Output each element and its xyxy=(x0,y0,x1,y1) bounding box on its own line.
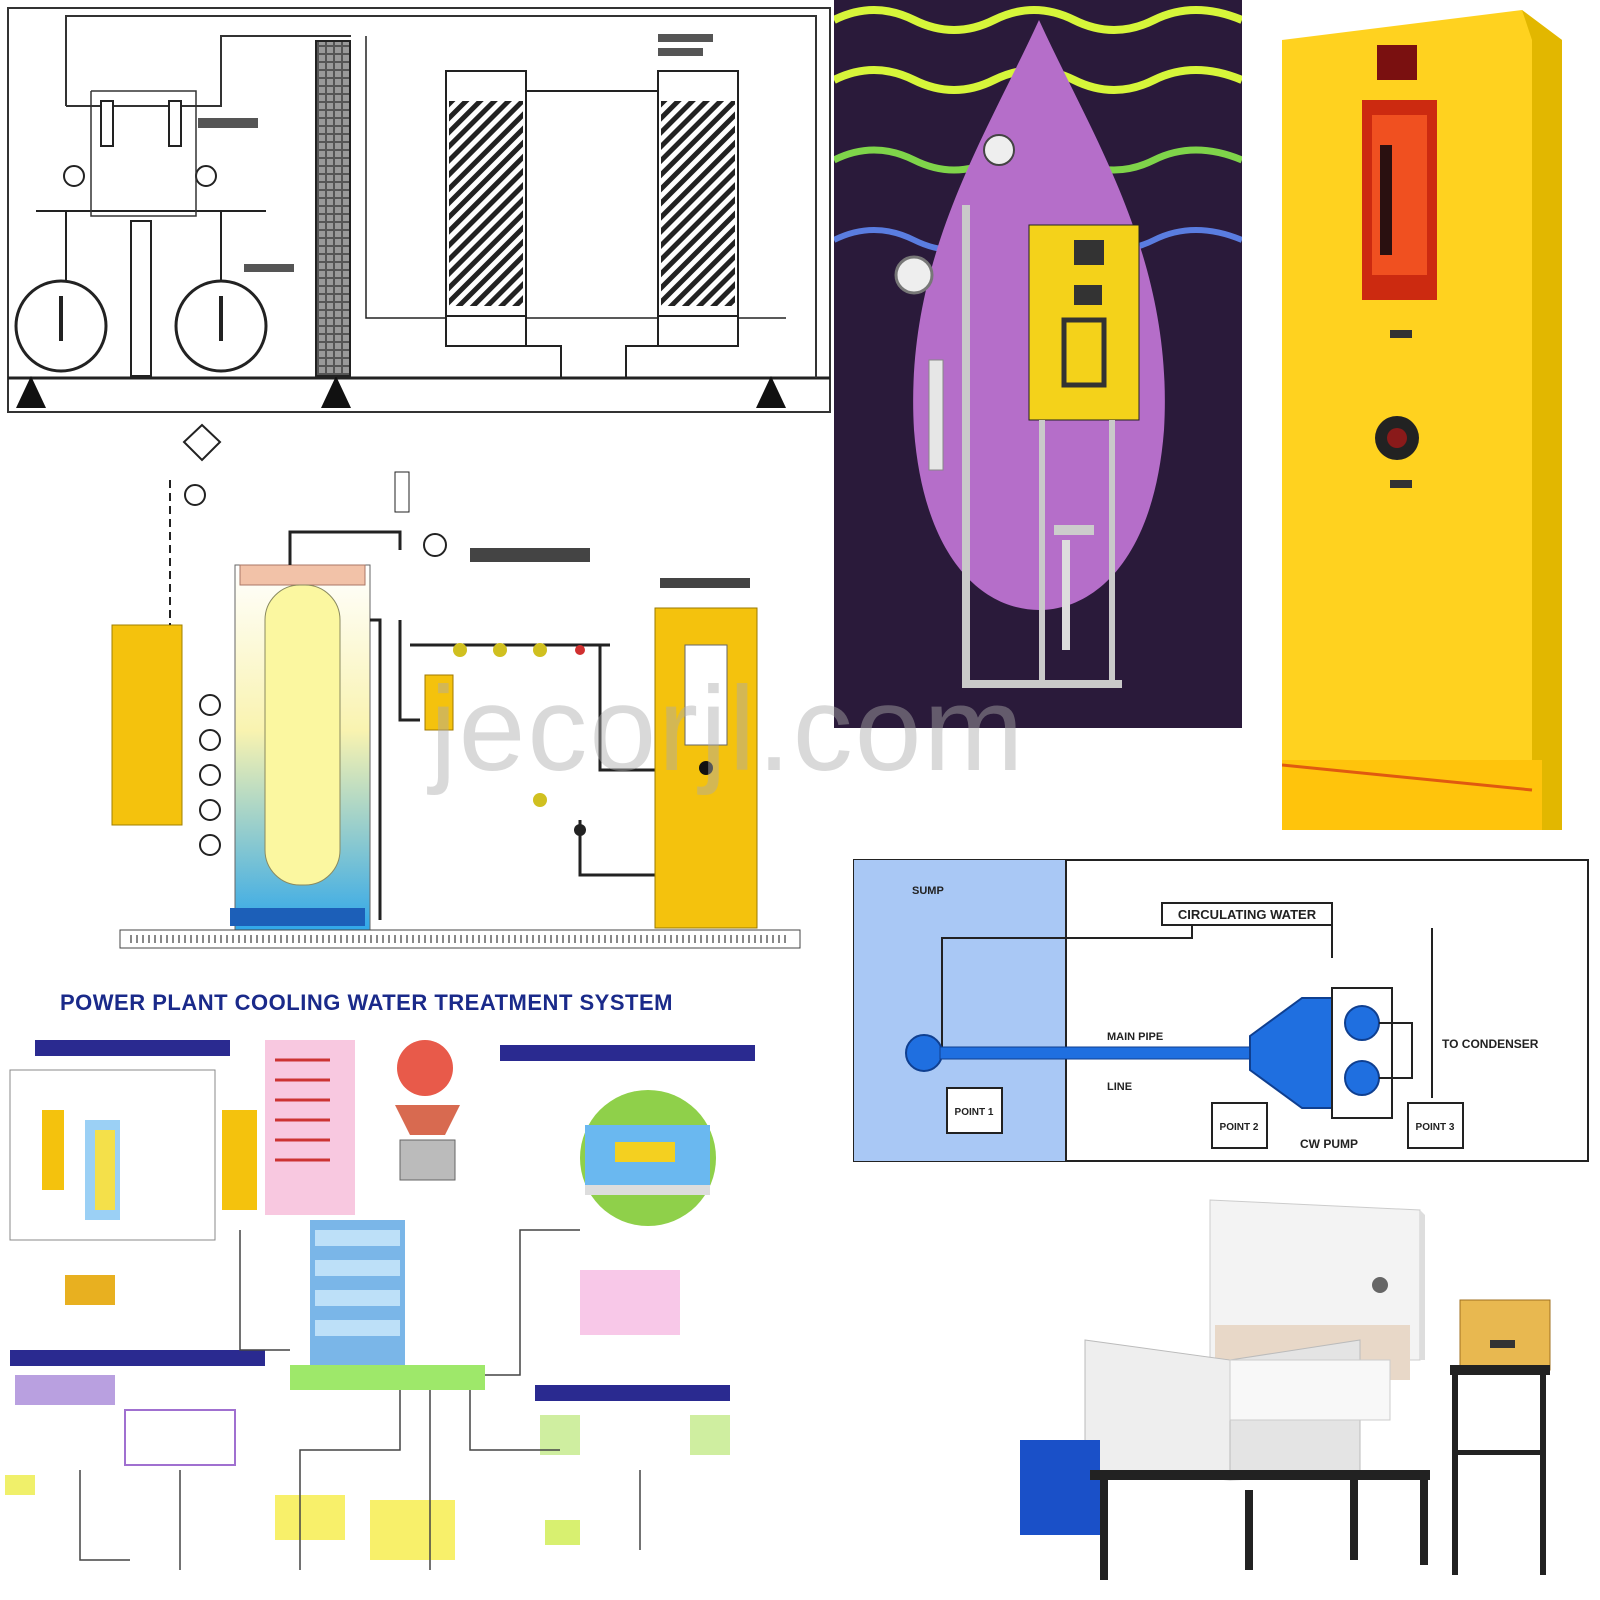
equipment-photo-yellow-cabinet-image xyxy=(1281,10,1562,830)
main-title: POWER PLANT COOLING WATER TREATMENT SYST… xyxy=(60,990,673,1015)
schematic-top-left xyxy=(6,6,834,416)
equipment-photo-purple-drop xyxy=(832,0,1244,728)
sump-label: SUMP xyxy=(912,885,944,897)
point-1-label: POINT 1 xyxy=(955,1107,994,1118)
equipment-photo-furnace-image xyxy=(1020,1199,1551,1580)
cw-pump-label: CW PUMP xyxy=(1300,1137,1358,1151)
to-condenser-label: TO CONDENSER xyxy=(1442,1037,1539,1051)
watermark-text: jecorjl.com xyxy=(430,662,1026,796)
schematic-middle-colored-drawing xyxy=(111,423,801,949)
point-3-label: POINT 3 xyxy=(1416,1122,1455,1133)
main-pipe-label: MAIN PIPE xyxy=(1107,1031,1163,1043)
equipment-photo-yellow-cabinet xyxy=(1281,0,1582,840)
schematic-top-left-drawing xyxy=(7,7,831,413)
equipment-photo-furnace xyxy=(1020,1190,1580,1590)
treatment-flow-poster-drawing xyxy=(5,1040,755,1570)
schematic-middle-colored xyxy=(20,420,820,980)
equipment-photo-purple-drop-image xyxy=(832,0,1244,728)
treatment-flow-poster xyxy=(0,1030,760,1590)
cooling-water-diagram-drawing: CIRCULATING WATER SUMP LINE MAIN PIPE TO… xyxy=(853,859,1589,1162)
cooling-water-diagram: CIRCULATING WATER SUMP LINE MAIN PIPE TO… xyxy=(852,858,1590,1163)
block-label: CIRCULATING WATER xyxy=(1178,907,1317,922)
point-2-label: POINT 2 xyxy=(1220,1122,1259,1133)
line-label: LINE xyxy=(1107,1081,1132,1093)
